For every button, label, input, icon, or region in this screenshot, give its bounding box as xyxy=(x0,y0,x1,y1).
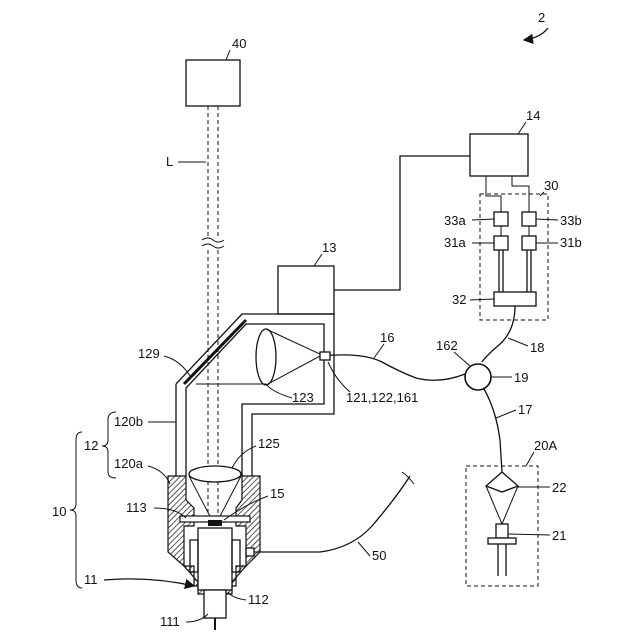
fiber-16 xyxy=(322,355,465,380)
label-18: 18 xyxy=(530,340,544,355)
lens-125 xyxy=(189,466,241,482)
figure-number-arrow xyxy=(524,28,548,40)
label-112: 112 xyxy=(248,592,269,607)
leader-121 xyxy=(328,362,350,392)
label-31a: 31a xyxy=(444,235,466,250)
label-17: 17 xyxy=(518,402,532,417)
laser-21-flange xyxy=(488,538,516,544)
label-31b: 31b xyxy=(560,235,582,250)
fiber-coupler-19 xyxy=(465,364,491,390)
focus-cone xyxy=(189,476,241,522)
leader-40 xyxy=(226,50,230,60)
leader-20A xyxy=(526,452,534,466)
label-162: 162 xyxy=(436,338,458,353)
laser-21-head xyxy=(496,524,508,538)
element-31a xyxy=(494,236,508,250)
leader-32 xyxy=(470,299,494,300)
label-11: 11 xyxy=(84,572,98,587)
label-12: 12 xyxy=(84,438,98,453)
label-16: 16 xyxy=(380,330,394,345)
element-31b xyxy=(522,236,536,250)
label-121-122-161: 121,122,161 xyxy=(346,390,418,405)
label-30: 30 xyxy=(544,178,558,193)
element-33b xyxy=(522,212,536,226)
collimator-22 xyxy=(486,472,518,492)
leader-33b xyxy=(536,219,558,220)
label-10: 10 xyxy=(52,504,66,519)
fiber-17 xyxy=(484,389,502,472)
mirror-129 xyxy=(184,320,246,384)
fiber-18 xyxy=(482,306,515,362)
connector-50-port xyxy=(246,548,254,556)
arrow-11 xyxy=(104,579,194,586)
element-33a xyxy=(494,212,508,226)
leader-16 xyxy=(374,344,384,358)
leader-17 xyxy=(496,410,516,418)
splitter-32 xyxy=(494,292,536,306)
label-20A: 20A xyxy=(534,438,557,453)
light-source-40-box xyxy=(186,60,240,106)
label-32: 32 xyxy=(452,292,466,307)
leader-33a xyxy=(472,219,494,220)
label-50: 50 xyxy=(372,548,386,563)
lens-123 xyxy=(256,329,276,385)
label-14: 14 xyxy=(526,108,540,123)
label-120b: 120b xyxy=(114,414,143,429)
label-123: 123 xyxy=(292,390,314,405)
label-15: 15 xyxy=(270,486,284,501)
leader-18 xyxy=(508,338,528,346)
label-L: L xyxy=(166,154,173,169)
label-113: 113 xyxy=(126,500,147,515)
leader-14 xyxy=(518,122,526,134)
brace-10 xyxy=(70,432,82,588)
leader-21 xyxy=(508,534,550,535)
label-129: 129 xyxy=(138,346,160,361)
leader-123 xyxy=(266,384,292,398)
figure-number: 2 xyxy=(538,10,545,25)
leader-13 xyxy=(314,254,322,266)
pin-111-holder xyxy=(204,590,226,618)
leader-162 xyxy=(454,352,470,366)
label-22: 22 xyxy=(552,480,566,495)
controller-14-box xyxy=(470,134,528,176)
label-33b: 33b xyxy=(560,213,582,228)
beam-break-mark xyxy=(202,238,224,248)
label-40: 40 xyxy=(232,36,246,51)
wire-14-to-33b xyxy=(512,176,529,212)
fiber-port-121 xyxy=(320,352,330,360)
sample-15 xyxy=(208,520,222,526)
cartridge-11-body xyxy=(198,528,232,590)
label-13: 13 xyxy=(322,240,336,255)
label-33a: 33a xyxy=(444,213,466,228)
leader-120a xyxy=(148,466,170,484)
label-111: 111 xyxy=(160,614,180,629)
label-21: 21 xyxy=(552,528,566,543)
label-120a: 120a xyxy=(114,456,144,471)
label-19: 19 xyxy=(514,370,528,385)
label-125: 125 xyxy=(258,436,280,451)
leader-50 xyxy=(358,542,370,556)
sensor-13-box xyxy=(278,266,334,314)
